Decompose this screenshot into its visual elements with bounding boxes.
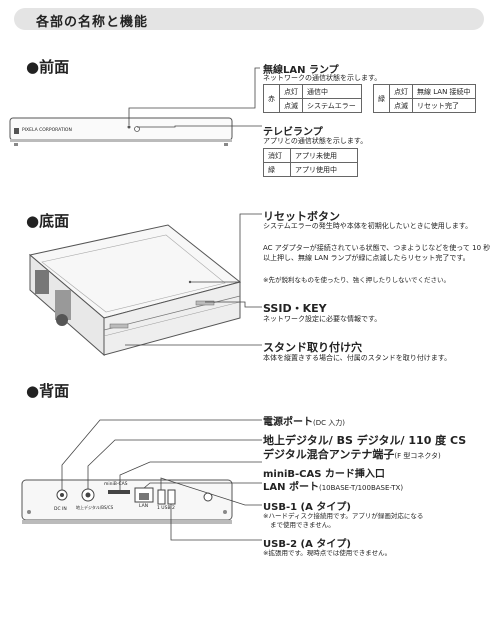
- wifi-lamp-label: 無線LAN ランプ: [263, 65, 339, 76]
- reset-button-label: リセットボタン: [263, 210, 340, 223]
- front-device-illustration: [9, 117, 233, 146]
- reset-desc-2: AC アダプターが接続されている状態で、つまようじなどを使って 10 秒以上押し…: [263, 244, 491, 262]
- back-antenna-label: 地上デジタル/BS/CS: [76, 505, 114, 510]
- bottom-device-illustration: [28, 224, 242, 357]
- usb2-label: USB-2 (A タイプ): [263, 539, 351, 550]
- table-cell: アプリ未使用: [290, 148, 358, 163]
- power-port-label: 電源ポート(DC 入力): [263, 417, 345, 428]
- front-section-title: ●前面: [26, 58, 70, 76]
- bottom-section-title: ●底面: [26, 212, 70, 230]
- table-cell: 点滅: [279, 98, 303, 113]
- ssid-key-label: SSID・KEY: [263, 302, 327, 315]
- stand-hole-label: スタンド取り付け穴: [263, 341, 362, 354]
- ssid-key-desc: ネットワーク設定に必要な情報です。: [263, 315, 382, 323]
- back-lan-label: LAN: [139, 504, 149, 509]
- back-device-illustration: [21, 479, 233, 524]
- table-cell: リセット完了: [412, 98, 476, 113]
- table-cell: 点灯: [389, 84, 413, 99]
- usb1-note-1: ※ハードディスク接続用です。アプリが録画対応になる: [263, 512, 424, 520]
- table-cell: 通信中: [302, 84, 362, 99]
- bcas-slot-label: miniB-CAS カード挿入口: [263, 469, 385, 480]
- table-cell: 緑: [263, 162, 291, 177]
- page-header: 各部の名称と機能: [14, 8, 484, 30]
- back-bcas-label: miniB-CAS: [104, 482, 128, 487]
- page-title: 各部の名称と機能: [36, 15, 149, 30]
- wifi-lamp-red-table: 赤 点灯 通信中 点滅 システムエラー: [263, 84, 362, 113]
- tv-lamp-desc: アプリとの通信状態を示します。: [263, 137, 368, 145]
- back-dc-label: DC IN: [54, 507, 67, 512]
- usb1-label: USB-1 (A タイプ): [263, 502, 351, 513]
- reset-note: ※先が鋭利なものを使ったり、強く押したりしないでください。: [263, 276, 450, 284]
- back-section-title: ●背面: [26, 382, 70, 400]
- table-cell: アプリ使用中: [290, 162, 358, 177]
- tv-lamp-label: テレビランプ: [263, 127, 323, 138]
- red-color-cell: 赤: [263, 84, 280, 113]
- stand-hole-desc: 本体を縦置きする場合に、付属のスタンドを取り付けます。: [263, 354, 452, 362]
- reset-desc-1: システムエラーの発生時や本体を初期化したいときに使用します。: [263, 222, 473, 230]
- table-cell: 無線 LAN 接続中: [412, 84, 476, 99]
- lan-port-label: LAN ポート(10BASE-T/100BASE-TX): [263, 482, 404, 493]
- antenna-label-line1: 地上デジタル/ BS デジタル/ 110 度 CS: [263, 434, 467, 447]
- usb2-note: ※拡張用です。現時点では使用できません。: [263, 549, 392, 557]
- table-cell: 点灯: [279, 84, 303, 99]
- front-brand-label: PIXELA CORPORATION: [22, 128, 72, 133]
- table-cell: 点滅: [389, 98, 413, 113]
- back-usb-label: 1 USB 2: [157, 506, 175, 511]
- tv-lamp-table: 消灯 アプリ未使用 緑 アプリ使用中: [263, 148, 358, 177]
- wifi-lamp-green-table: 緑 点灯 無線 LAN 接続中 点滅 リセット完了: [373, 84, 476, 113]
- wifi-lamp-desc: ネットワークの通信状態を示します。: [263, 74, 382, 82]
- usb1-note-2: まで使用できません。: [270, 521, 335, 529]
- green-color-cell: 緑: [373, 84, 390, 113]
- table-cell: システムエラー: [302, 98, 362, 113]
- table-cell: 消灯: [263, 148, 291, 163]
- antenna-label-line2: デジタル混合アンテナ端子(F 型コネクタ): [263, 448, 441, 461]
